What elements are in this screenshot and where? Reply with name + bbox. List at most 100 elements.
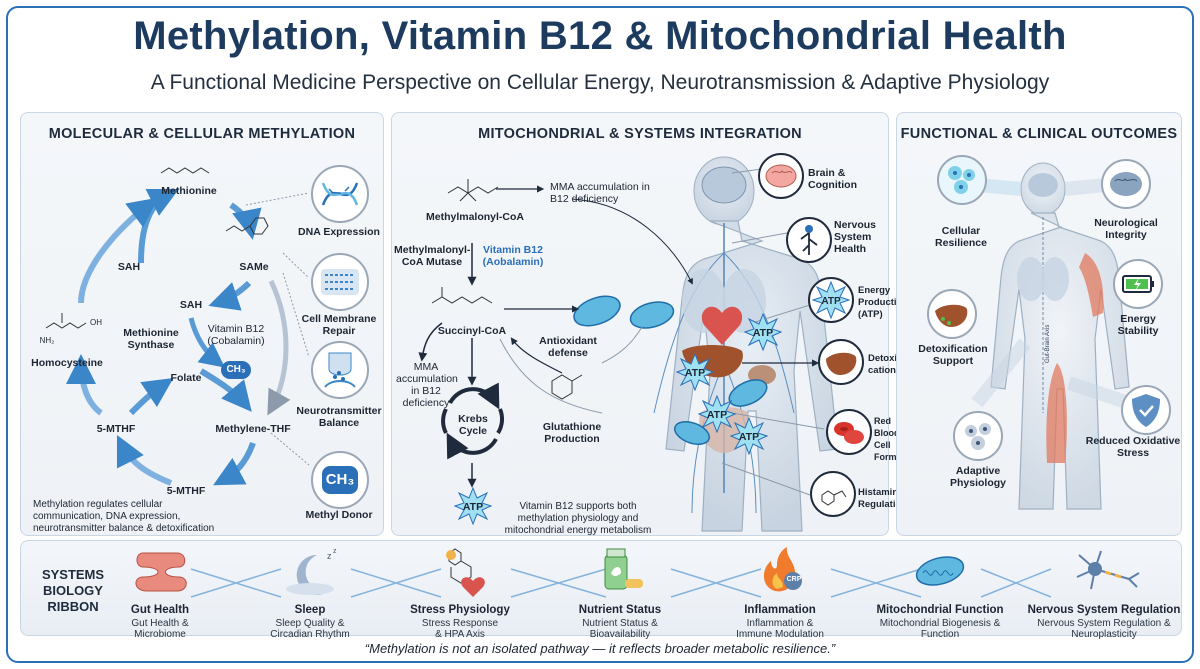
cell-membrane-label: Cell Membrane Repair [301, 313, 377, 337]
arrow-homocysteine-to-sah [78, 197, 159, 304]
homocysteine-label: Homocysteine [31, 357, 103, 369]
atp-torso-label: ATP [752, 327, 774, 339]
ribbon-sub-stress-physiology: Stress Response & HPA Axis [421, 618, 499, 640]
ribbon-sub-inflammation: Inflammation & Immune Modulation [736, 618, 824, 640]
detoxification-label: Detoxifi-cation [868, 353, 906, 376]
human-body-silhouette [653, 156, 839, 532]
methylene-thf-label: Methylene-THF [215, 423, 291, 435]
nerve-icon-circle [786, 217, 832, 263]
atp-icon: ATP [811, 280, 851, 320]
rbc-icon [834, 422, 864, 444]
ribbon-item-mitochondrial-function: Mitochondrial Function Mitochondrial Bio… [865, 541, 1015, 640]
ribbon-name-nervous-system: Nervous System Regulation [1027, 604, 1181, 616]
atp-lower-label: ATP [738, 431, 760, 443]
ribbon-sub-sleep: Sleep Quality & Circadian Rhythm [270, 618, 350, 640]
vitamin-b12-label: Vitamin B12 (Cobalamin) [207, 323, 265, 347]
atp-krebs-label: ATP [462, 501, 484, 513]
brain-cognition-label: Brain & Cognition [808, 167, 857, 191]
mitochondria-icon [915, 556, 965, 586]
mutase-label: Methylmalonyl-CoA Mutase [394, 244, 471, 268]
brain-icon [765, 164, 797, 188]
krebs-cycle-label: Krebs Cycle [458, 413, 488, 437]
dna-expression-icon-circle [311, 165, 369, 223]
energy-stability-icon-circle [1113, 259, 1163, 309]
homocysteine-structure [45, 313, 87, 329]
page-title: Methylation, Vitamin B12 & Mitochondrial… [133, 14, 1067, 58]
atp-liver-label: ATP [684, 367, 706, 379]
ribbon-sub-nutrient-status: Nutrient Status & Bioavailability [582, 618, 658, 640]
svg-text:z: z [327, 551, 332, 561]
mitochondrial-diagram [418, 156, 839, 532]
nerve-icon [800, 225, 818, 255]
glutathione-structure [551, 374, 583, 400]
arrow-mthf-bottom-to-mthf [116, 434, 173, 486]
detox-support-icon-circle [927, 289, 977, 339]
ribbon-item-gut-health: Gut Health Gut Health & Microbiome [85, 541, 235, 640]
methyl-donor-icon-circle: CH₃ [311, 451, 369, 509]
ch3-badge: CH₃ [221, 361, 251, 379]
atp-burst-torso [744, 313, 782, 351]
ribbon-name-sleep: Sleep [294, 604, 326, 616]
svg-text:ATP: ATP [821, 296, 841, 307]
methyl-badge-label: CH₃ [325, 471, 355, 488]
liver-icon-circle [818, 339, 864, 385]
gut-brain-axis-label: Gut-Brain Axis [1045, 325, 1051, 363]
ribbon-sub-gut-health: Gut Health & Microbiome [131, 618, 189, 640]
arrow-folate-to-methylene [199, 368, 252, 412]
mitochondrial-note: Vitamin B12 supports both methylation ph… [504, 501, 652, 536]
outcome-body-silhouette [990, 162, 1130, 510]
footer-quote: “Methylation is not an isolated pathway … [364, 641, 836, 656]
atp-burst-krebs [454, 487, 492, 525]
methylmalonyl-structure [447, 179, 499, 202]
methylmalonyl-coa-label: Methylmalonyl-CoA [425, 211, 524, 223]
arrow-same-to-methylene [267, 279, 291, 416]
panel-outcomes: FUNCTIONAL & CLINICAL OUTCOMES [896, 112, 1182, 536]
ribbon-title: SYSTEMS BIOLOGY RIBBON [41, 567, 105, 614]
ribbon-sub-mitochondrial-function: Mitochondrial Biogenesis & Function [879, 618, 1001, 640]
crp-badge-label: CRP [786, 576, 802, 583]
mitochondria-cluster [573, 295, 768, 445]
svg-text:z: z [333, 548, 337, 555]
cellular-resilience-icon-circle [937, 155, 987, 205]
atp-burst-lower [730, 417, 768, 455]
supplement-icon [604, 548, 643, 590]
flame-icon [763, 547, 802, 592]
same-label: SAMe [239, 261, 269, 273]
panel-title-methylation: MOLECULAR & CELLULAR METHYLATION [48, 126, 356, 142]
shield-icon [1132, 394, 1160, 427]
neuron-icon [1076, 550, 1140, 590]
adaptive-physiology-label: Adaptive Physiology [949, 465, 1006, 489]
ribbon-name-mitochondrial-function: Mitochondrial Function [876, 604, 1004, 616]
energy-stability-label: Energy Stability [1117, 313, 1159, 337]
systems-biology-ribbon: SYSTEMS BIOLOGY RIBBON Gut Health Gut He… [20, 540, 1182, 640]
histamine-regulation-label: Histamine Regulation [858, 487, 908, 510]
detox-support-label: Detoxification Support [918, 343, 988, 367]
folate-label: Folate [170, 372, 202, 384]
histamine-icon [821, 490, 847, 506]
arrow-mthf-to-homocysteine [66, 354, 103, 416]
rbc-icon-circle [826, 409, 872, 455]
ribbon-name-nutrient-status: Nutrient Status [578, 604, 662, 616]
methylation-note: Methylation regulates cellular communica… [33, 499, 215, 534]
outcomes-body-diagram: Gut-Brain Axis [956, 162, 1132, 510]
methionine-synthase-label: Methionine Synthase [123, 327, 179, 351]
same-structure [225, 217, 269, 235]
antioxidant-label: Antioxidant defense [539, 335, 597, 359]
dna-expression-label: DNA Expression [298, 226, 380, 238]
synapse-icon [324, 352, 356, 388]
histamine-icon-circle [810, 471, 856, 517]
nervous-system-label: Nervous System Health [834, 219, 877, 255]
atp-abdomen-label: ATP [706, 409, 728, 421]
mma-top-label: MMA accumulation in B12 deficiency [550, 181, 650, 205]
neurotransmitter-icon-circle [311, 341, 369, 399]
crp-badge: CRP [785, 576, 803, 583]
arrow-synthase-to-ch3 [188, 317, 225, 368]
ribbon-connectors [190, 568, 1052, 598]
liver-icon-right [935, 304, 968, 327]
brain-icon-circle [758, 153, 804, 199]
atp-burst-abdomen [698, 395, 736, 433]
adaptive-physiology-icon-circle [953, 411, 1003, 461]
dna-icon [321, 182, 359, 206]
energy-production-label: Energy Production (ATP) [858, 285, 909, 320]
